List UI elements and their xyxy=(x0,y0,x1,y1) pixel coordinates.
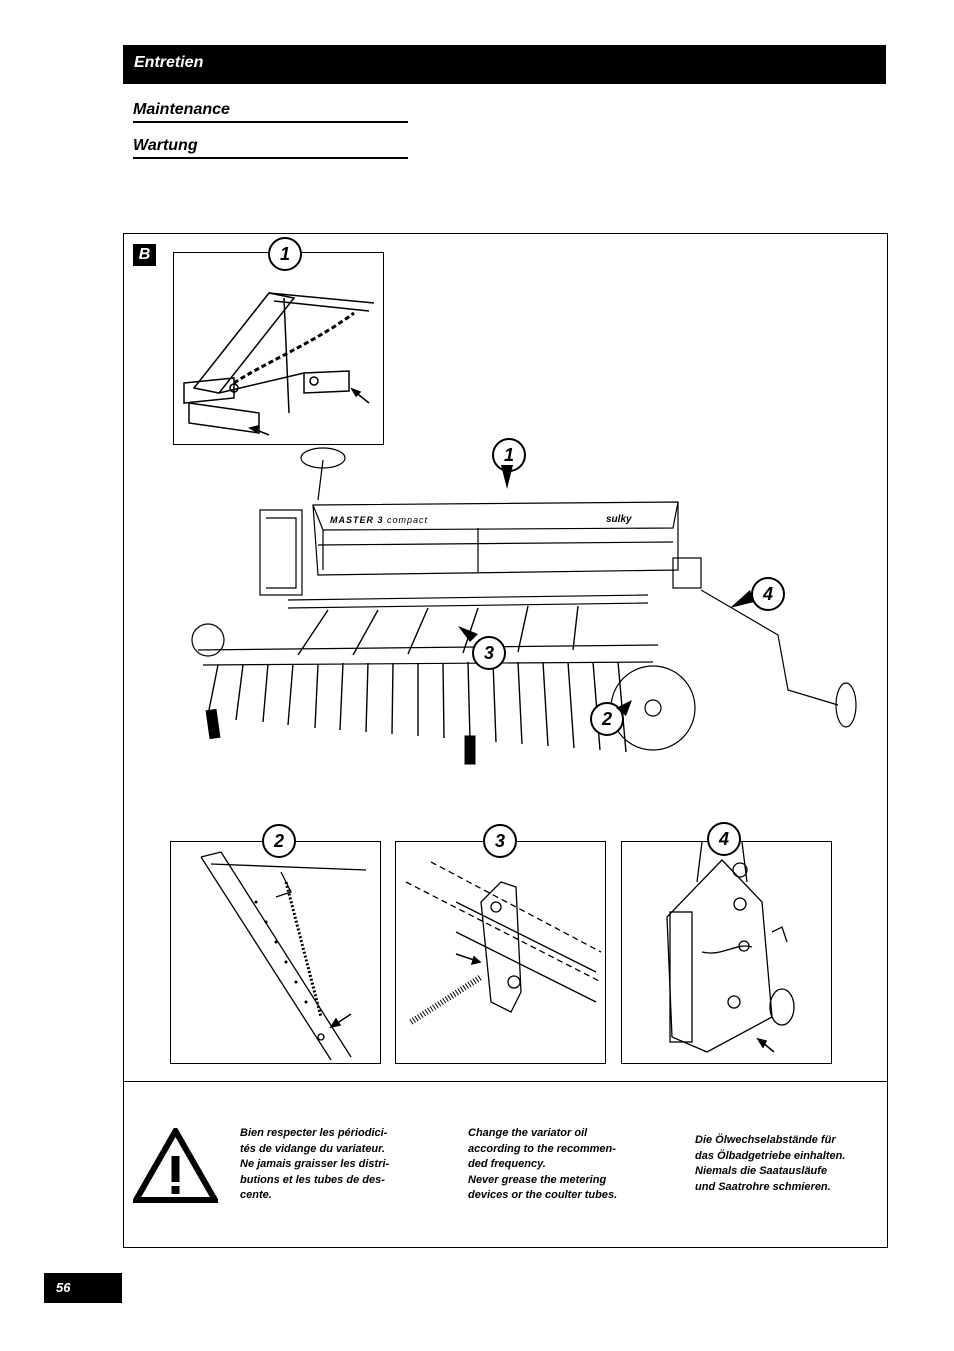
warning-text-german: Die Ölwechselabstände für das Ölbadgetri… xyxy=(695,1134,846,1193)
section-title: Entretien xyxy=(134,54,204,71)
callout-detail-1: 1 xyxy=(268,237,302,271)
detail-variator-housing xyxy=(621,841,832,1064)
section-divider xyxy=(123,1081,888,1082)
detail-coulter-spring xyxy=(170,841,381,1064)
machine-model-text: MASTER 3 xyxy=(330,515,384,525)
coulter-spring-drawing xyxy=(200,851,367,1061)
brand-logo: sulky xyxy=(606,514,632,525)
machine-model-subtext: compact xyxy=(387,515,429,525)
arrow-icon xyxy=(501,465,513,489)
support-feet xyxy=(205,708,476,765)
warning-text-french: Bien respecter les périodici- tés de vid… xyxy=(240,1127,390,1201)
arrow-icon xyxy=(616,700,632,716)
detail-metering-shaft xyxy=(395,841,606,1064)
arrow-icon xyxy=(458,626,478,642)
seed-drill-drawing xyxy=(191,447,857,765)
metering-shaft-drawing xyxy=(405,861,602,1025)
machine-label: MASTER 3 compact xyxy=(330,515,428,525)
section-badge: B xyxy=(133,244,156,266)
warning-text-english: Change the variator oil according to the… xyxy=(468,1127,618,1201)
detail-hitch xyxy=(173,252,384,445)
callout-main-3: 3 xyxy=(472,636,506,670)
variator-housing-drawing xyxy=(666,842,795,1053)
seed-drill-illustration: MASTER 3 compact sulky xyxy=(178,440,878,780)
page-number: 56 xyxy=(44,1273,122,1303)
hitch-drawing xyxy=(183,292,375,436)
section-header-bar: Entretien xyxy=(123,45,886,84)
arrow-icon xyxy=(730,590,754,608)
coulters xyxy=(207,605,627,753)
figure-frame xyxy=(123,233,888,1248)
subtitle-german: Wartung xyxy=(133,137,408,159)
brand-text: sulky xyxy=(606,514,632,525)
callout-detail-3: 3 xyxy=(483,824,517,858)
callout-detail-2: 2 xyxy=(262,824,296,858)
subtitle-english: Maintenance xyxy=(133,101,408,123)
callout-detail-4: 4 xyxy=(707,822,741,856)
callout-main-4: 4 xyxy=(751,577,785,611)
warning-triangle-icon xyxy=(133,1128,218,1203)
